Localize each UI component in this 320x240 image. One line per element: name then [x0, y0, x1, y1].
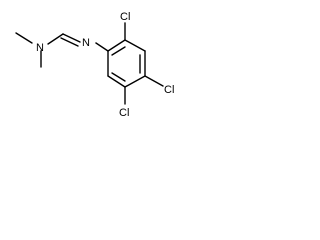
- bond-ch-n-double-a: [62, 33, 81, 43]
- ring-bond-2: [124, 39, 146, 52]
- ring-bond-5: [107, 75, 126, 88]
- ring-double-1: [111, 46, 126, 56]
- bond-cl-right: [144, 75, 164, 87]
- atom-cl-bottom: Cl: [119, 107, 129, 119]
- bond-ch-n-double-b: [60, 37, 79, 47]
- atom-cl-top: Cl: [120, 11, 130, 23]
- ring-double-3: [111, 72, 126, 82]
- molecule-diagram: N N Cl Cl Cl: [15, 11, 174, 119]
- structure-canvas: N N Cl Cl Cl: [0, 0, 202, 132]
- atom-n-imine: N: [82, 37, 90, 49]
- atom-n-amine: N: [36, 42, 44, 54]
- bond-methyl-upper: [15, 32, 33, 44]
- bond-n-ch: [47, 33, 64, 45]
- ring-bond-1: [107, 39, 126, 52]
- atom-cl-right: Cl: [164, 84, 174, 96]
- bond-n-ring: [95, 42, 109, 52]
- ring-bond-4: [124, 75, 146, 88]
